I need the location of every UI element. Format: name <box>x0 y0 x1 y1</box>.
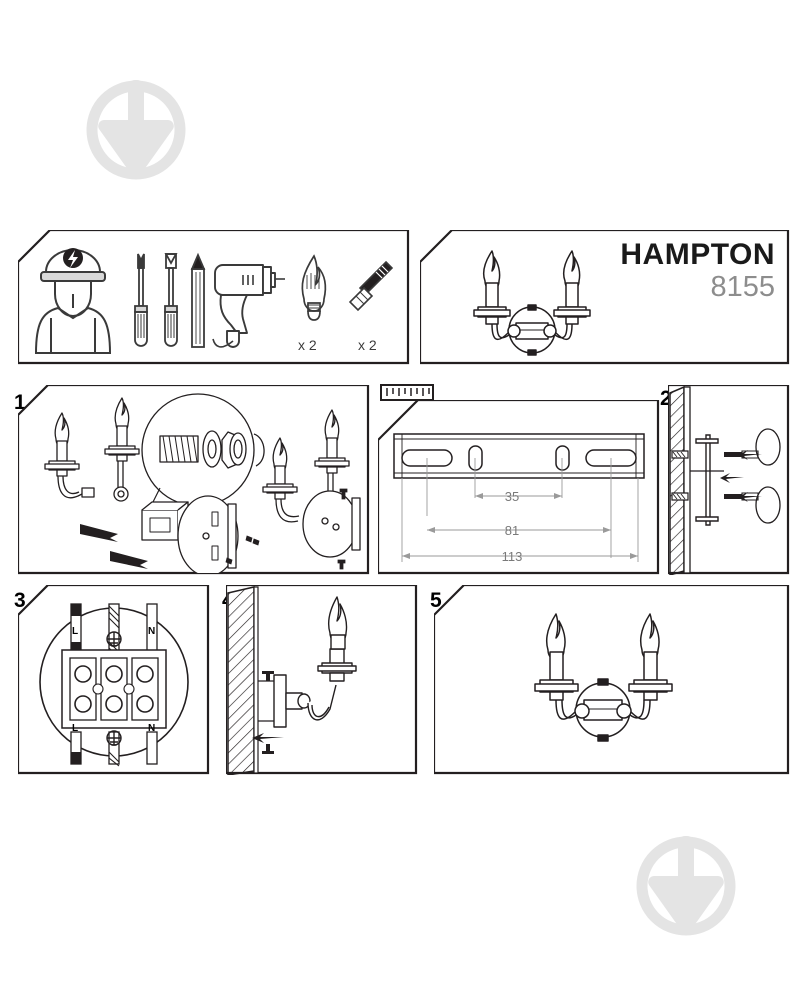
terminal-block-icon <box>26 592 202 770</box>
electrician-figure-icon <box>28 240 118 355</box>
terminal-label-L-top: L <box>72 626 79 637</box>
ruler-icon <box>380 383 438 403</box>
terminal-label-N-top: N <box>148 626 156 637</box>
step-2-diagram <box>668 385 790 575</box>
pencil-icon <box>188 252 208 352</box>
phillips-screwdriver-icon <box>128 252 154 352</box>
terminal-label-N-bottom: N <box>148 723 156 734</box>
screw-anchor-icon <box>348 258 396 330</box>
trowel-logo-icon <box>82 72 190 180</box>
step-3-number: 3 <box>14 589 26 612</box>
dimension-35-label: 35 <box>504 489 520 504</box>
step-1-number: 1 <box>14 391 26 414</box>
wall-sconce-icon <box>452 245 612 360</box>
bulb-quantity-label: x 2 <box>298 337 317 353</box>
page-title: HAMPTON <box>620 238 775 271</box>
dimension-81-label: 81 <box>504 523 520 538</box>
step-1-diagram <box>22 388 367 573</box>
step-2-number: 2 <box>660 387 672 410</box>
step-4-diagram <box>226 585 418 775</box>
anchor-quantity-label: x 2 <box>358 337 377 353</box>
power-drill-icon <box>205 253 287 353</box>
wall-sconce-icon <box>510 608 710 756</box>
trowel-logo-icon <box>632 828 740 936</box>
step-5-panel <box>434 585 790 775</box>
flathead-screwdriver-icon <box>158 252 184 352</box>
candle-bulb-icon <box>294 253 334 333</box>
step-2-panel <box>668 385 790 575</box>
step-5-number: 5 <box>430 589 442 612</box>
model-number: 8155 <box>710 271 775 303</box>
terminal-label-L-bottom: L <box>72 723 79 734</box>
dimension-113-label: 113 <box>501 549 523 564</box>
mounting-bracket-icon <box>390 428 652 568</box>
